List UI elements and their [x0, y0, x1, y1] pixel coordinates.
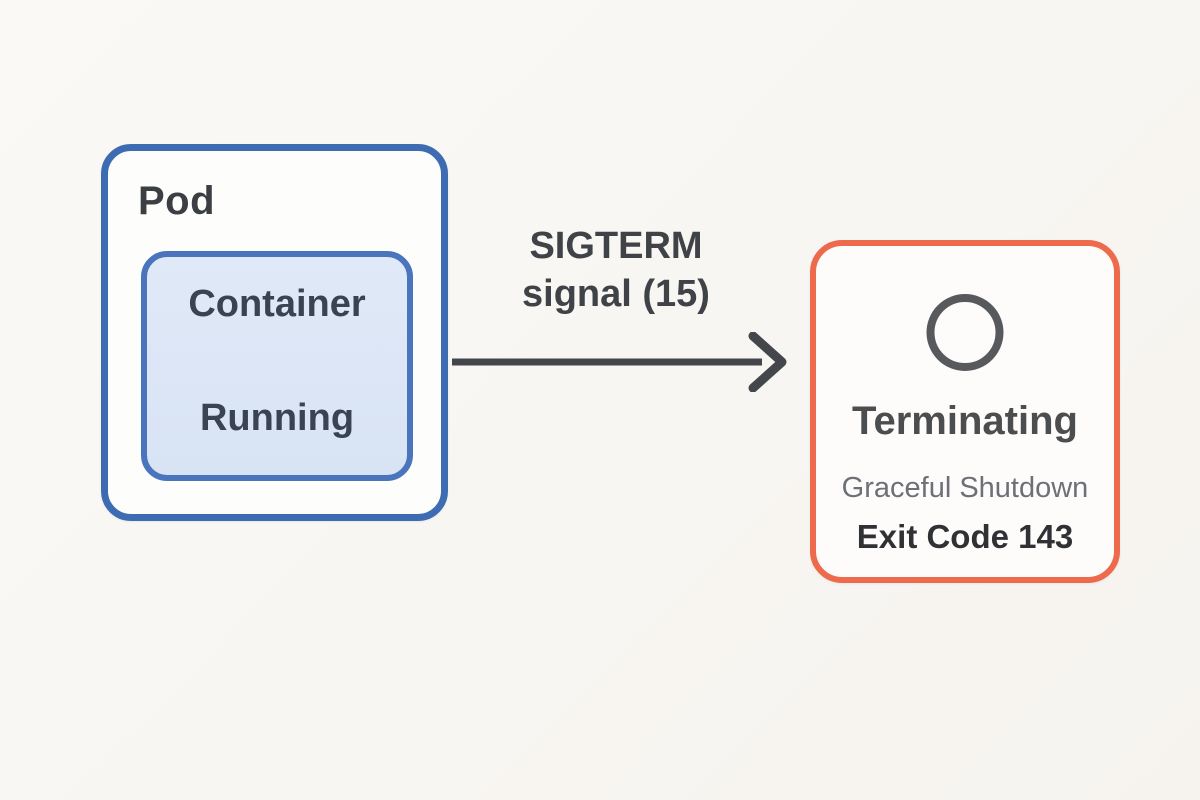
- circle-outline-icon: [926, 294, 1004, 371]
- sigterm-label-line2: signal (15): [522, 273, 710, 315]
- container-status-label: Running: [199, 397, 355, 439]
- sigterm-label: SIGTERM signal (15): [440, 222, 792, 318]
- terminating-title: Terminating: [852, 399, 1078, 443]
- pod-box: Pod Container Running: [101, 144, 448, 521]
- pod-label: Pod: [138, 179, 216, 223]
- terminating-box: Terminating Graceful Shutdown Exit Code …: [810, 240, 1120, 583]
- right-arrow-icon: [452, 332, 787, 392]
- sigterm-label-line1: SIGTERM: [529, 225, 703, 267]
- container-box: Container Running: [141, 251, 413, 481]
- terminating-subtitle: Graceful Shutdown: [841, 472, 1089, 504]
- exit-code-label: Exit Code 143: [856, 518, 1074, 555]
- container-label: Container: [188, 283, 366, 325]
